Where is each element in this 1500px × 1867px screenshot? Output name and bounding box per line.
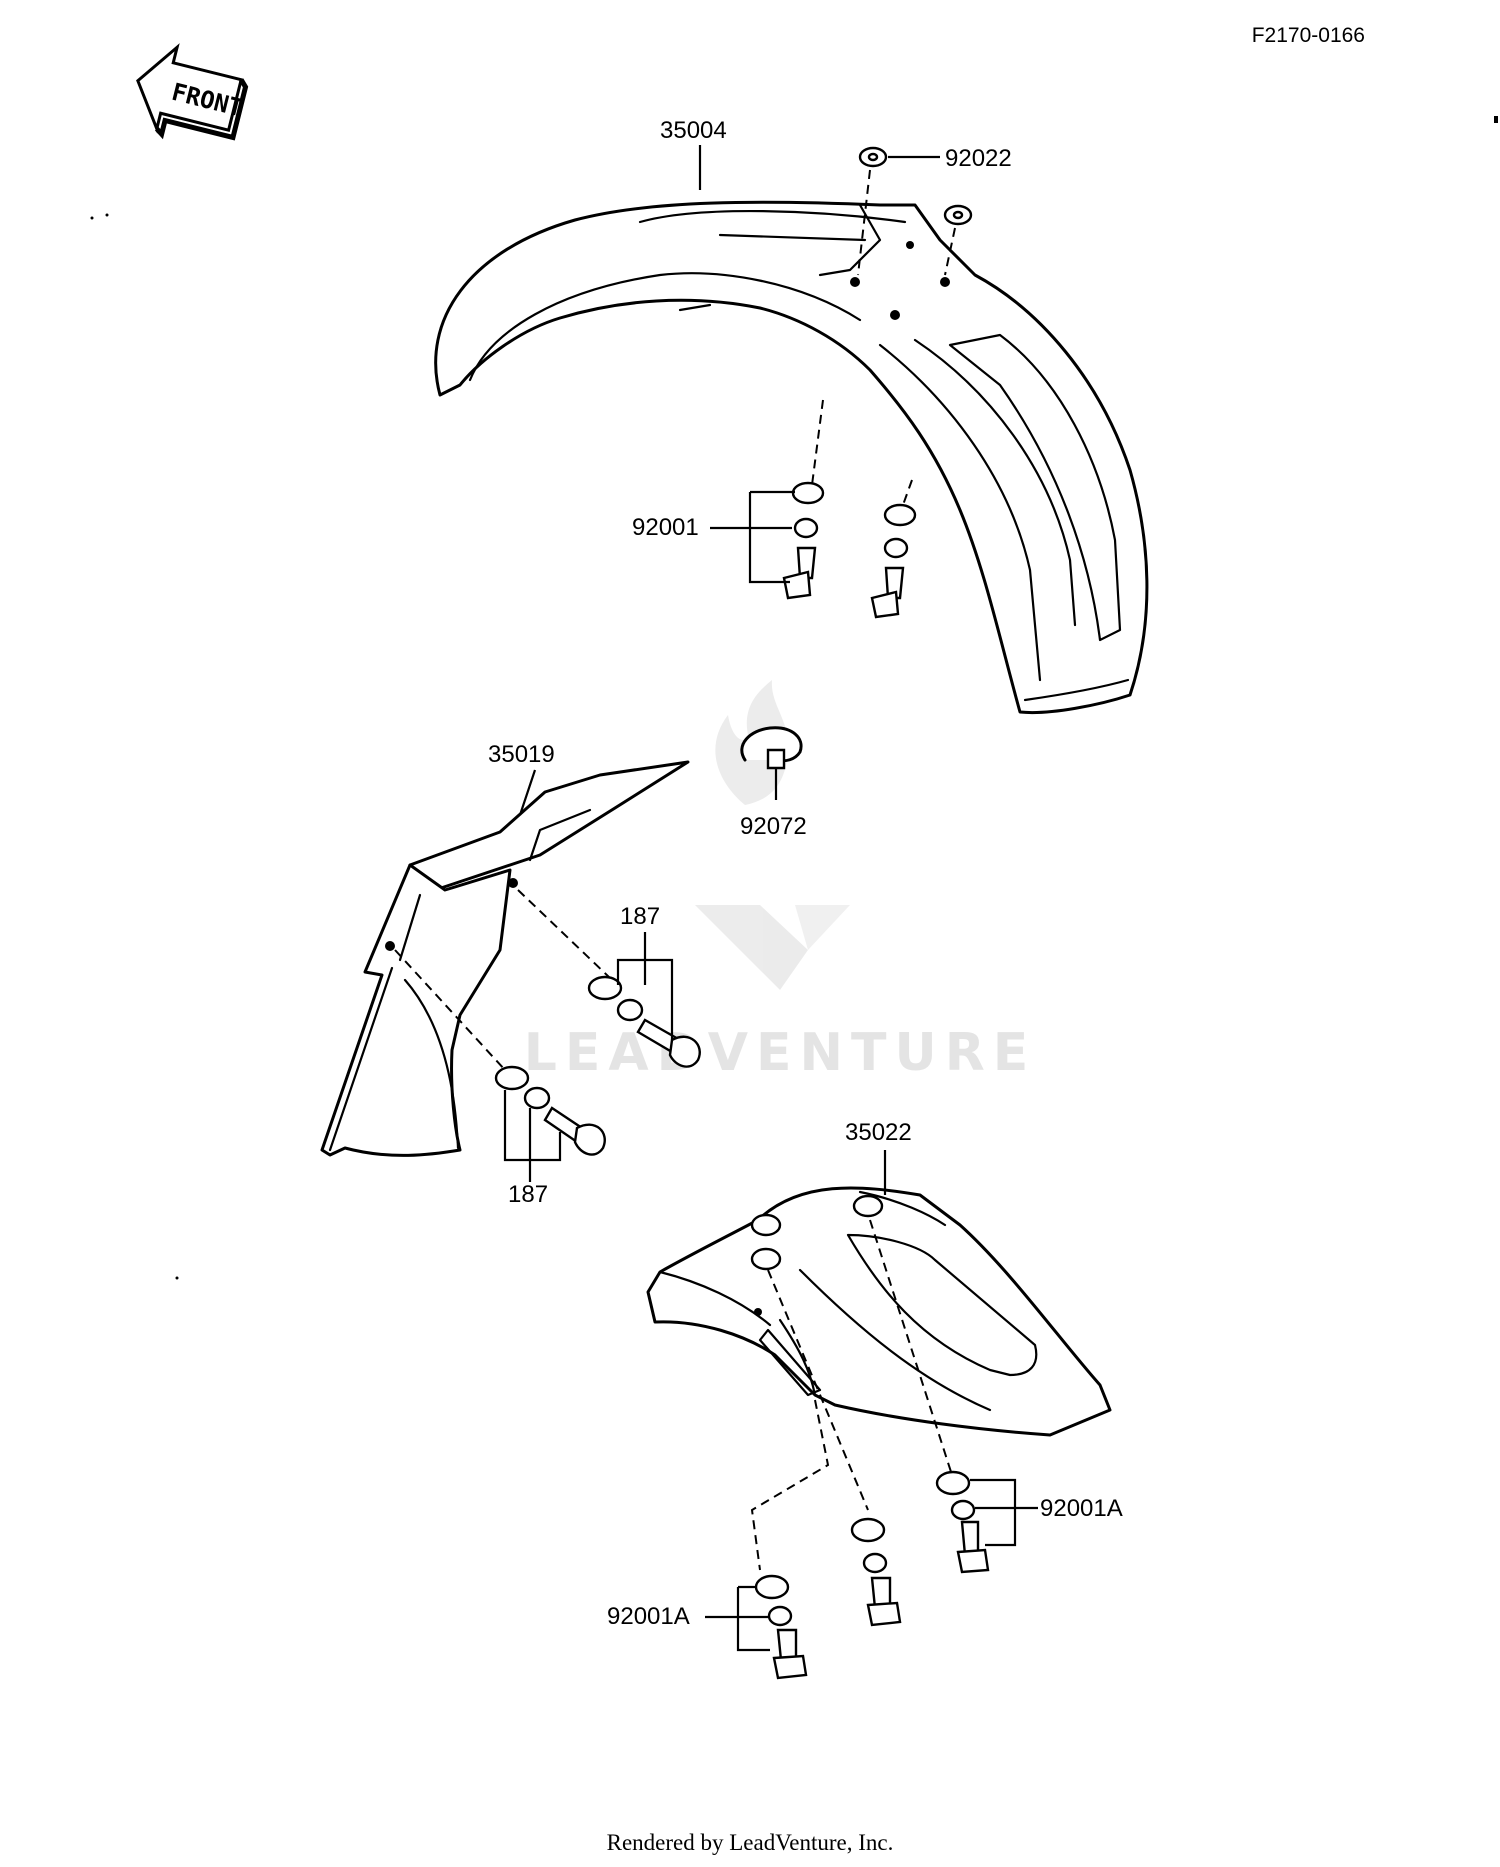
label-187-lower: 187 xyxy=(508,1181,548,1208)
bolt-set-rear-middle xyxy=(850,1517,902,1627)
watermark-text: LEADVENTURE xyxy=(524,1023,1037,1083)
diagram-code: F2170-0166 xyxy=(1252,24,1365,47)
label-92072: 92072 xyxy=(740,813,807,840)
bolt-187-upper xyxy=(587,975,701,1068)
label-92001A-left: 92001A xyxy=(607,1603,690,1630)
label-35004: 35004 xyxy=(660,117,727,144)
clamp-92072 xyxy=(740,726,803,800)
label-187-upper: 187 xyxy=(620,903,660,930)
rear-flap xyxy=(320,760,690,1157)
bolt-set-92001A-left xyxy=(754,1574,808,1680)
label-92001A-right: 92001A xyxy=(1040,1495,1123,1522)
bolt-set-92001A-right xyxy=(935,1470,990,1574)
edge-mark xyxy=(1494,116,1498,123)
footer-credit: Rendered by LeadVenture, Inc. xyxy=(607,1830,894,1855)
front-fender xyxy=(434,200,1149,715)
washer-92022 xyxy=(858,146,973,226)
label-35022: 35022 xyxy=(845,1119,912,1146)
label-35019: 35019 xyxy=(488,741,555,768)
label-92001: 92001 xyxy=(632,514,699,541)
rear-fender xyxy=(646,1186,1112,1437)
front-arrow-icon: FRONT xyxy=(136,43,249,141)
bolt-set-92001 xyxy=(782,481,917,619)
bolt-187-lower xyxy=(494,1065,606,1156)
label-92022: 92022 xyxy=(945,145,1012,172)
